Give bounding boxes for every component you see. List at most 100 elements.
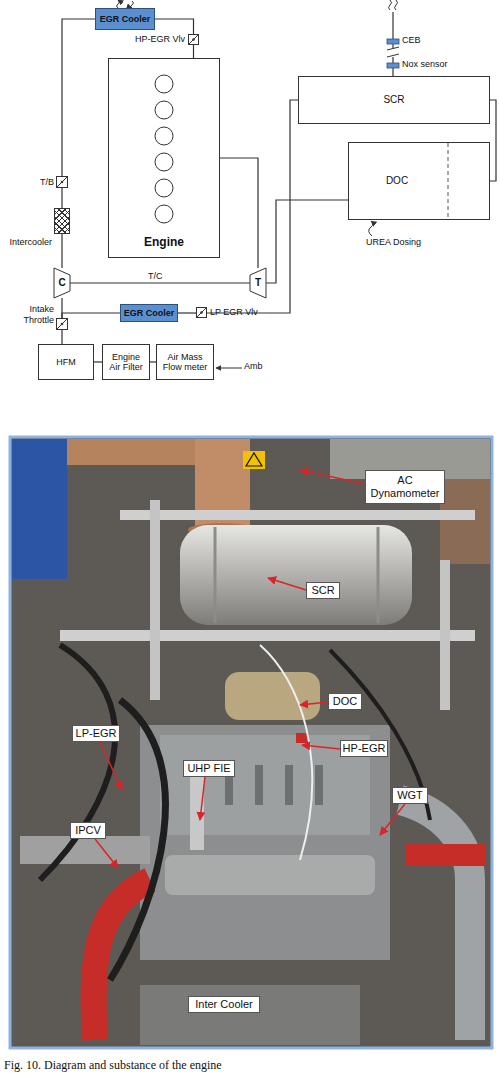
callout-arrow (300, 702, 328, 705)
connector-plug (296, 733, 308, 743)
node-text: Air Mass Flow meter (162, 352, 208, 373)
turbo-wheel-shape (54, 268, 70, 298)
node-text: HFM (56, 357, 76, 367)
warning-sign (243, 451, 265, 469)
pipe-connector (207, 100, 298, 313)
valve-plate (197, 308, 206, 317)
egr-cooler-box: EGR Cooler (95, 8, 155, 30)
node-text: Inter Cooler (195, 998, 252, 1011)
callout-label: DOC (328, 693, 362, 710)
photo-frame (10, 437, 492, 1048)
node-text: SCR (383, 94, 404, 106)
warning-triangle (246, 453, 262, 466)
cable (110, 700, 165, 980)
pipe-connector (61, 330, 62, 344)
node-text: IPCV (75, 824, 101, 837)
callout-label: AC Dynamometer (365, 470, 445, 504)
callout-arrow (95, 839, 118, 868)
node-text: Engine Air Filter (108, 352, 144, 373)
callout-arrow (268, 578, 306, 590)
valve-symbol (189, 35, 198, 44)
node-text: C (58, 277, 65, 289)
callout-label: SCR (306, 582, 340, 599)
pipe-connector (61, 188, 62, 208)
pipe-connector (62, 19, 95, 176)
cable (40, 645, 115, 880)
dosing-arrow (369, 221, 373, 236)
node-text: WGT (397, 789, 423, 802)
doc-box: DOC (348, 142, 490, 220)
red-hose (405, 844, 485, 866)
node-text: LP-EGR (76, 727, 117, 740)
node-text: EGR Cooler (100, 14, 151, 24)
callout-arrow (380, 804, 405, 835)
charge-pipe (400, 800, 470, 1040)
cylinder-symbol (155, 101, 173, 119)
frame-post (440, 560, 450, 710)
callout-label: Inter Cooler (188, 996, 260, 1013)
intake-manifold (165, 855, 375, 895)
node-text: Intercooler (4, 237, 52, 248)
injector (315, 765, 323, 805)
callout-label: IPCV (70, 822, 106, 839)
valve-pivot (61, 181, 64, 184)
pipe-connector (94, 361, 102, 362)
cylinder-symbol (155, 153, 173, 171)
engine-box: Engine (108, 58, 220, 258)
canister-band (214, 527, 217, 623)
node-text: T/B (32, 177, 54, 188)
egr-cooler-box: EGR Cooler (120, 304, 178, 322)
node-text: HP-EGR Vlv (133, 34, 185, 45)
figure-caption: Fig. 10. Diagram and substance of the en… (4, 1058, 222, 1073)
valve-box: LP EGR Vlv (196, 307, 207, 318)
cylinder-symbol (155, 127, 173, 145)
callout-label: HP-EGR (340, 740, 388, 757)
pipe-connector (62, 313, 120, 318)
node-text: Intake Throttle (16, 304, 54, 326)
engine-block (140, 725, 390, 960)
callout-label: LP-EGR (72, 725, 120, 742)
valve-plate (189, 35, 198, 44)
intercooler-body (140, 985, 360, 1045)
turbine-shape: T (250, 268, 266, 298)
cable (330, 650, 430, 820)
doc-canister (225, 672, 320, 720)
blue-panel (12, 439, 67, 579)
pipe-connector (155, 19, 194, 34)
node-text: SCR (311, 584, 334, 597)
part-label: Nox sensor (402, 60, 448, 70)
copper-pipe (67, 439, 197, 465)
node-text: DOC (386, 175, 408, 187)
exhaust-wave (395, 0, 398, 10)
shaft-label: T/C (148, 272, 163, 282)
node-text: UHP FIE (187, 762, 230, 775)
cylinder-symbol (155, 205, 173, 223)
frame-post (150, 500, 160, 700)
break-mark (387, 47, 399, 50)
callout-arrow (302, 745, 340, 749)
exhaust-pipe (440, 479, 490, 564)
pipe-connector (61, 234, 62, 268)
coolant-arrow (117, 0, 120, 8)
part-label: Amb (244, 362, 263, 372)
valve-box: T/B (56, 176, 68, 188)
scr-box: SCR (298, 76, 490, 124)
exhaust-wave (389, 0, 392, 10)
ambient-arrow (216, 368, 242, 369)
valve-symbol (57, 319, 67, 329)
sensor-symbol (387, 63, 399, 68)
frame-bar (60, 630, 475, 641)
valve-pivot (61, 323, 64, 326)
valve-symbol (57, 177, 67, 187)
valve-plate (57, 177, 67, 187)
cylinder-symbol (155, 179, 173, 197)
node-text: AC Dynamometer (369, 474, 441, 499)
node-text: HP-EGR (343, 742, 386, 755)
valve-pivot (192, 38, 195, 41)
pipe-connector (220, 158, 258, 268)
compressor-shape: C (54, 268, 70, 298)
injector (285, 765, 293, 805)
node-text: Engine (109, 237, 219, 248)
